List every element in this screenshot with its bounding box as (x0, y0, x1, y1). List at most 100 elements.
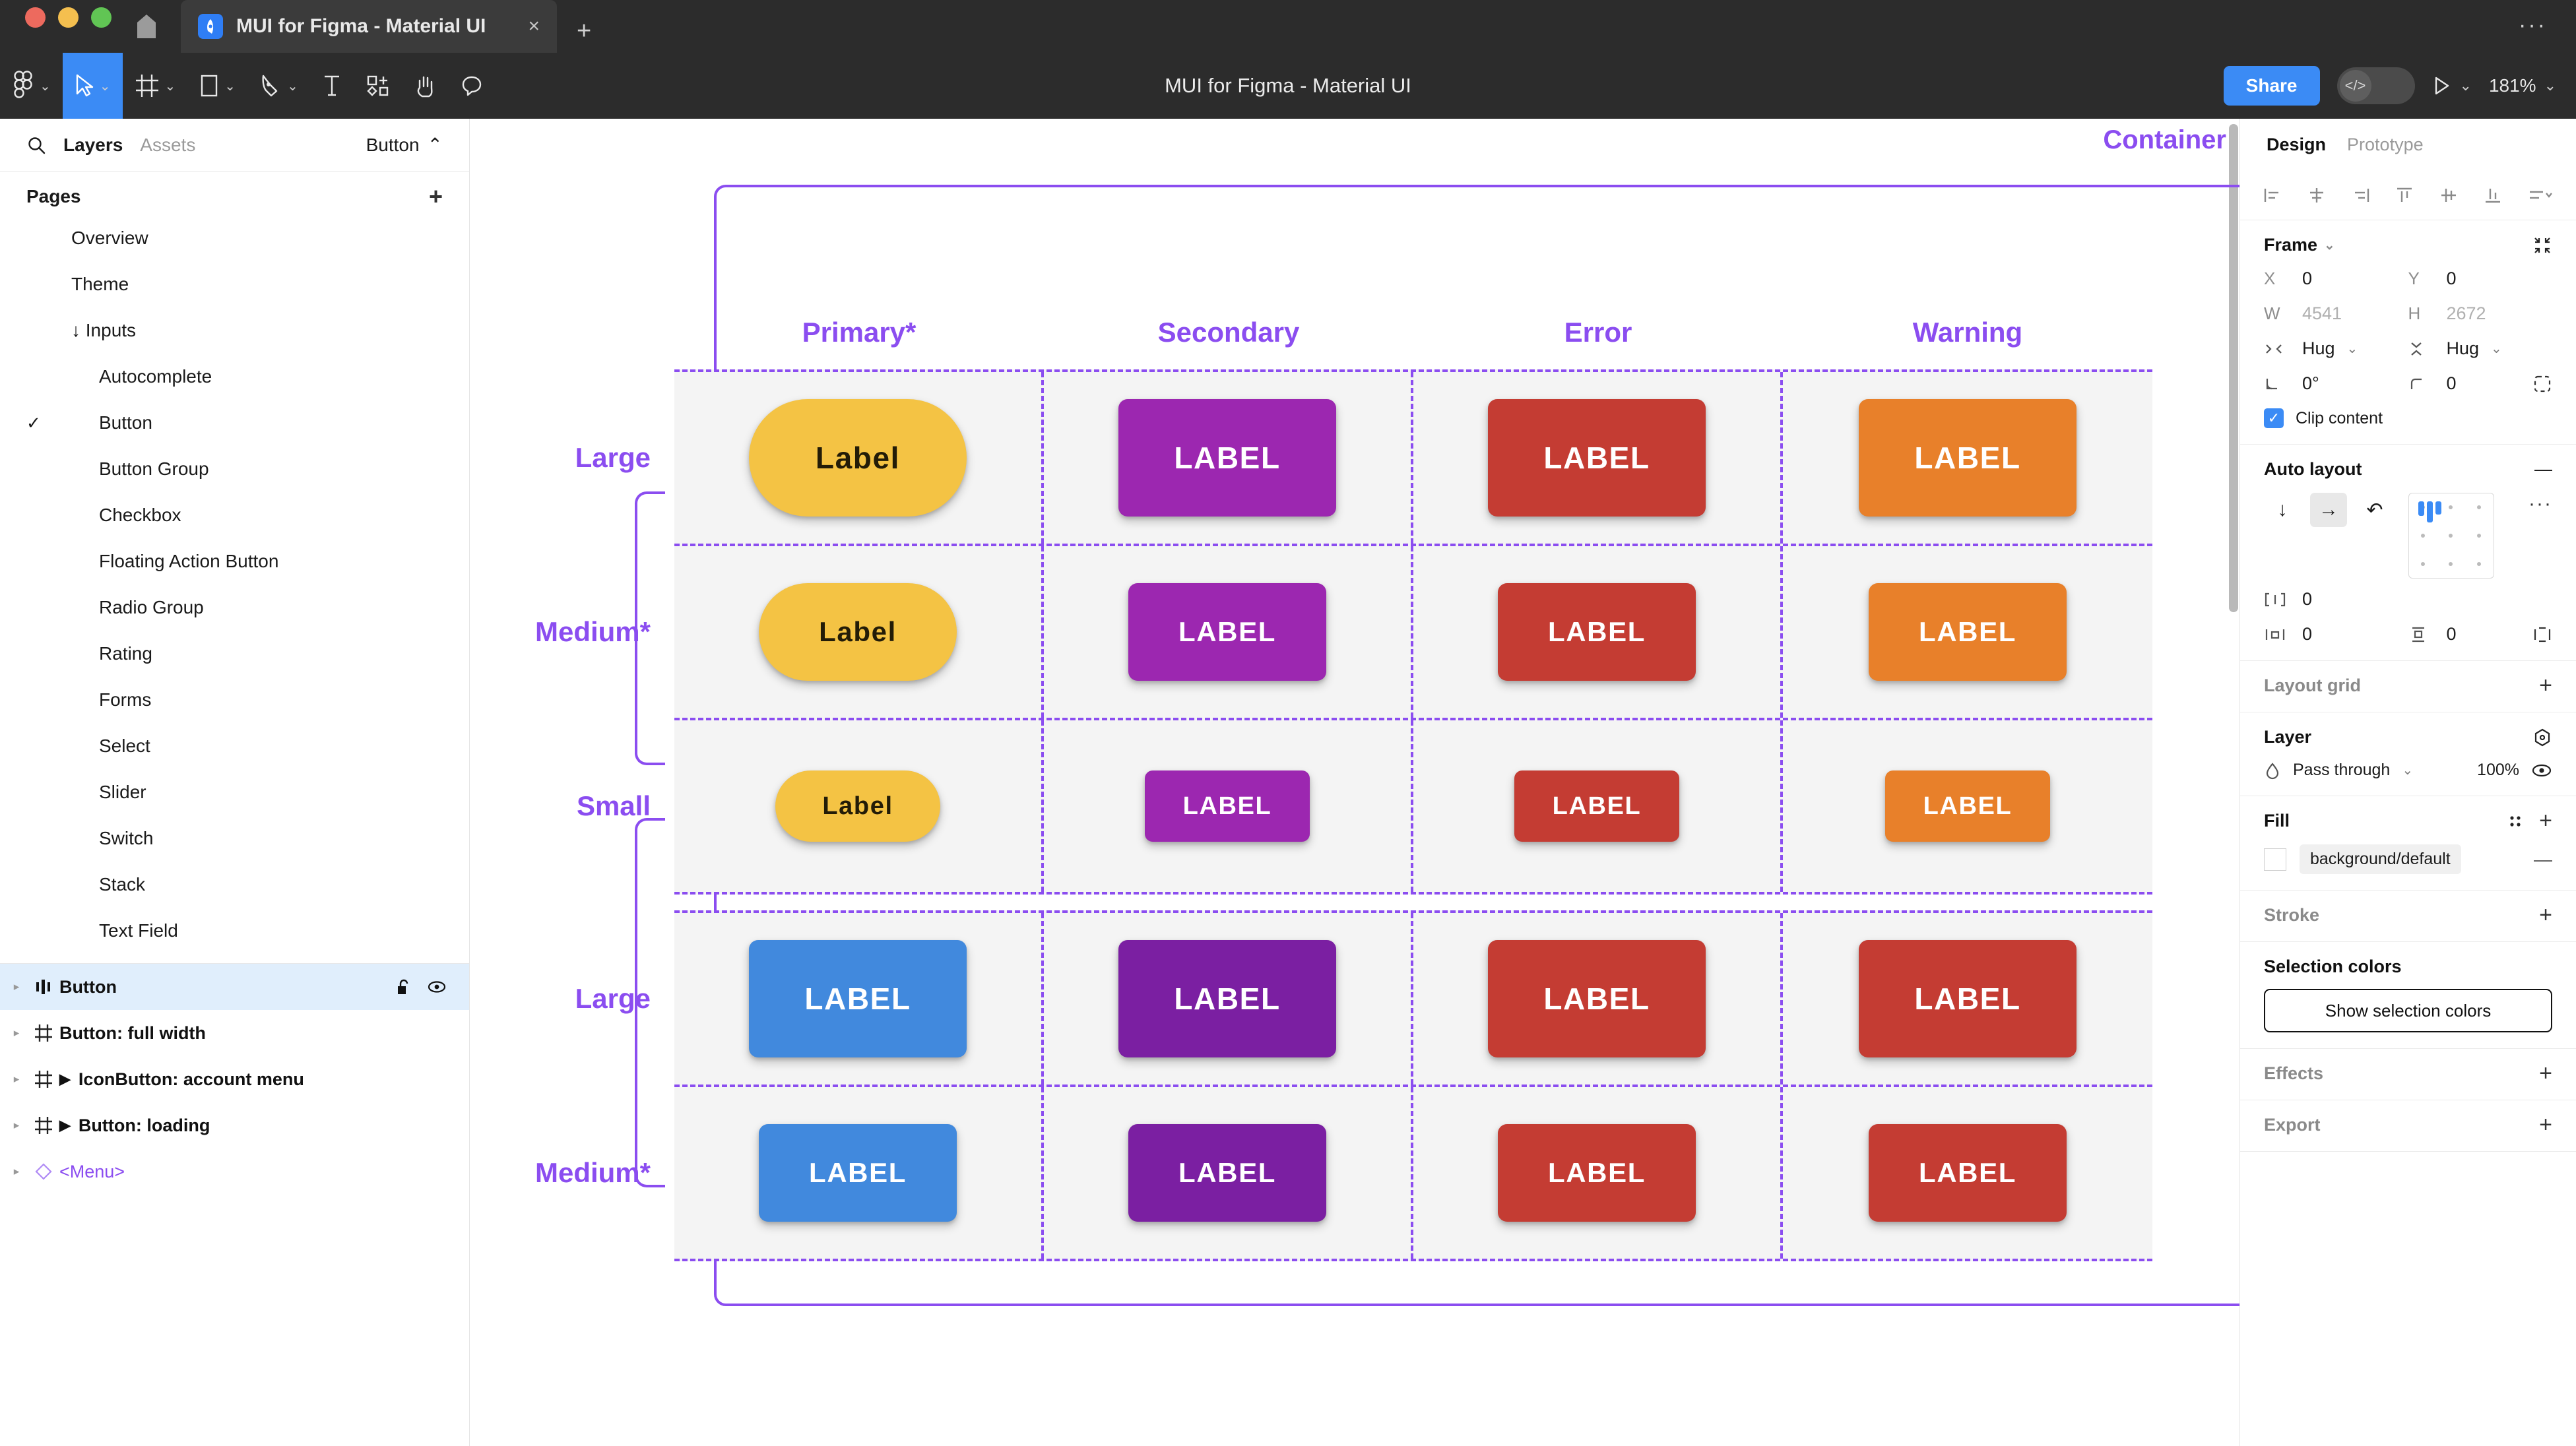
zoom-control[interactable]: 181% ⌄ (2489, 75, 2556, 96)
corner-radius-field[interactable]: 0 (2408, 373, 2553, 394)
home-button[interactable] (112, 0, 181, 53)
material-button[interactable]: LABEL (759, 1124, 957, 1222)
shape-tool-button[interactable]: ⌄ (187, 53, 247, 119)
material-button[interactable]: LABEL (1869, 583, 2067, 681)
material-button[interactable]: LABEL (1514, 770, 1679, 842)
search-icon[interactable] (26, 135, 46, 155)
page-item-button[interactable]: ✓Button (0, 400, 469, 446)
individual-padding-icon[interactable] (2532, 625, 2552, 644)
page-item-inputs[interactable]: ↓ Inputs (0, 307, 469, 354)
align-horizontal-center-icon[interactable] (2307, 185, 2327, 205)
page-item-autocomplete[interactable]: Autocomplete (0, 354, 469, 400)
fill-token-label[interactable]: background/default (2300, 844, 2461, 874)
layer-row[interactable]: ▸<Menu> (0, 1148, 469, 1195)
page-item-floating-action-button[interactable]: Floating Action Button (0, 538, 469, 584)
material-button[interactable]: Label (775, 770, 940, 842)
close-window-button[interactable] (25, 7, 46, 28)
figma-menu-button[interactable]: ⌄ (0, 53, 63, 119)
collapse-frame-icon[interactable] (2532, 236, 2552, 255)
clip-content-row[interactable]: ✓ Clip content (2264, 408, 2552, 428)
independent-corners-icon[interactable] (2532, 374, 2552, 394)
page-item-select[interactable]: Select (0, 723, 469, 769)
disclosure-triangle-icon[interactable]: ▸ (13, 1165, 20, 1178)
page-item-overview[interactable]: Overview (0, 215, 469, 261)
tab-layers[interactable]: Layers (63, 134, 123, 155)
canvas-scrollbar[interactable] (2229, 124, 2238, 612)
visibility-eye-icon[interactable] (427, 980, 447, 994)
page-item-stack[interactable]: Stack (0, 862, 469, 908)
frame-tool-button[interactable]: ⌄ (123, 53, 188, 119)
text-tool-button[interactable] (310, 53, 354, 119)
tab-design[interactable]: Design (2267, 134, 2327, 154)
distribute-menu-icon[interactable] (2527, 185, 2554, 205)
pen-tool-button[interactable]: ⌄ (247, 53, 310, 119)
width-field[interactable]: W 4541 (2264, 303, 2408, 324)
disclosure-triangle-icon[interactable]: ▸ (13, 1026, 20, 1039)
material-button[interactable]: LABEL (1128, 1124, 1326, 1222)
page-selector[interactable]: Button ⌃ (366, 134, 443, 156)
hand-tool-button[interactable] (402, 53, 449, 119)
page-item-rating[interactable]: Rating (0, 631, 469, 677)
material-button[interactable]: LABEL (1118, 940, 1336, 1057)
add-page-button[interactable]: + (428, 182, 443, 210)
add-layout-grid-button[interactable]: + (2539, 672, 2552, 698)
tab-assets[interactable]: Assets (140, 134, 196, 155)
rotation-field[interactable]: 0° (2264, 373, 2408, 394)
chevron-down-icon[interactable]: ⌄ (2324, 238, 2335, 253)
material-button[interactable]: LABEL (1859, 940, 2077, 1057)
container-frame-label[interactable]: Container (2103, 125, 2226, 154)
material-button[interactable]: LABEL (1488, 399, 1706, 517)
align-bottom-icon[interactable] (2483, 185, 2503, 205)
window-menu-icon[interactable]: ··· (2519, 13, 2547, 38)
page-item-theme[interactable]: Theme (0, 261, 469, 307)
present-group[interactable]: ⌄ (2432, 75, 2472, 96)
comment-tool-button[interactable] (449, 53, 495, 119)
align-vertical-center-icon[interactable] (2439, 185, 2459, 205)
direction-wrap-button[interactable]: ↶ (2366, 499, 2383, 521)
page-item-switch[interactable]: Switch (0, 815, 469, 862)
layer-row[interactable]: ▸▶IconButton: account menu (0, 1056, 469, 1102)
resources-tool-button[interactable] (354, 53, 402, 119)
material-button[interactable]: LABEL (1498, 1124, 1696, 1222)
material-button[interactable]: LABEL (1885, 770, 2050, 842)
material-button[interactable]: LABEL (1869, 1124, 2067, 1222)
align-right-icon[interactable] (2351, 185, 2371, 205)
blend-mode-value[interactable]: Pass through (2293, 761, 2391, 779)
layer-row[interactable]: ▸Button: full width (0, 1010, 469, 1056)
gap-field[interactable]: 0 (2264, 589, 2408, 610)
vertical-resizing-field[interactable]: Hug ⌄ (2408, 338, 2553, 359)
material-button[interactable]: Label (759, 583, 957, 681)
share-button[interactable]: Share (2223, 66, 2320, 106)
material-button[interactable]: LABEL (1128, 583, 1326, 681)
disclosure-triangle-icon[interactable]: ▸ (13, 980, 20, 993)
fill-color-swatch[interactable] (2264, 848, 2286, 871)
page-item-radio-group[interactable]: Radio Group (0, 584, 469, 631)
material-button[interactable]: LABEL (1118, 399, 1336, 517)
material-button[interactable]: Label (749, 399, 967, 517)
material-button[interactable]: LABEL (1488, 940, 1706, 1057)
close-icon[interactable]: × (528, 15, 540, 37)
disclosure-triangle-icon[interactable]: ▸ (13, 1073, 20, 1085)
layer-styles-icon[interactable] (2532, 728, 2552, 747)
visibility-eye-icon[interactable] (2531, 763, 2552, 778)
dev-mode-toggle[interactable]: </> (2336, 67, 2415, 104)
horizontal-padding-field[interactable]: 0 (2264, 624, 2408, 644)
height-field[interactable]: H 2672 (2408, 303, 2553, 324)
alignment-grid[interactable] (2408, 493, 2494, 579)
align-left-icon[interactable] (2263, 185, 2282, 205)
page-item-slider[interactable]: Slider (0, 769, 469, 815)
auto-layout-more-button[interactable]: ··· (2528, 493, 2552, 515)
unlock-icon[interactable] (395, 978, 412, 996)
page-item-button-group[interactable]: Button Group (0, 446, 469, 492)
fill-styles-icon[interactable] (2506, 812, 2525, 831)
y-field[interactable]: Y 0 (2408, 268, 2553, 289)
x-field[interactable]: X 0 (2264, 268, 2408, 289)
vertical-padding-field[interactable]: 0 (2408, 624, 2553, 644)
browser-tab[interactable]: MUI for Figma - Material UI × (181, 0, 557, 53)
layer-row[interactable]: ▸Button (0, 964, 469, 1010)
material-button[interactable]: LABEL (749, 940, 967, 1057)
new-tab-button[interactable]: + (577, 17, 592, 45)
tab-prototype[interactable]: Prototype (2347, 134, 2424, 154)
page-item-text-field[interactable]: Text Field (0, 908, 469, 954)
clip-content-checkbox[interactable]: ✓ (2264, 408, 2284, 428)
